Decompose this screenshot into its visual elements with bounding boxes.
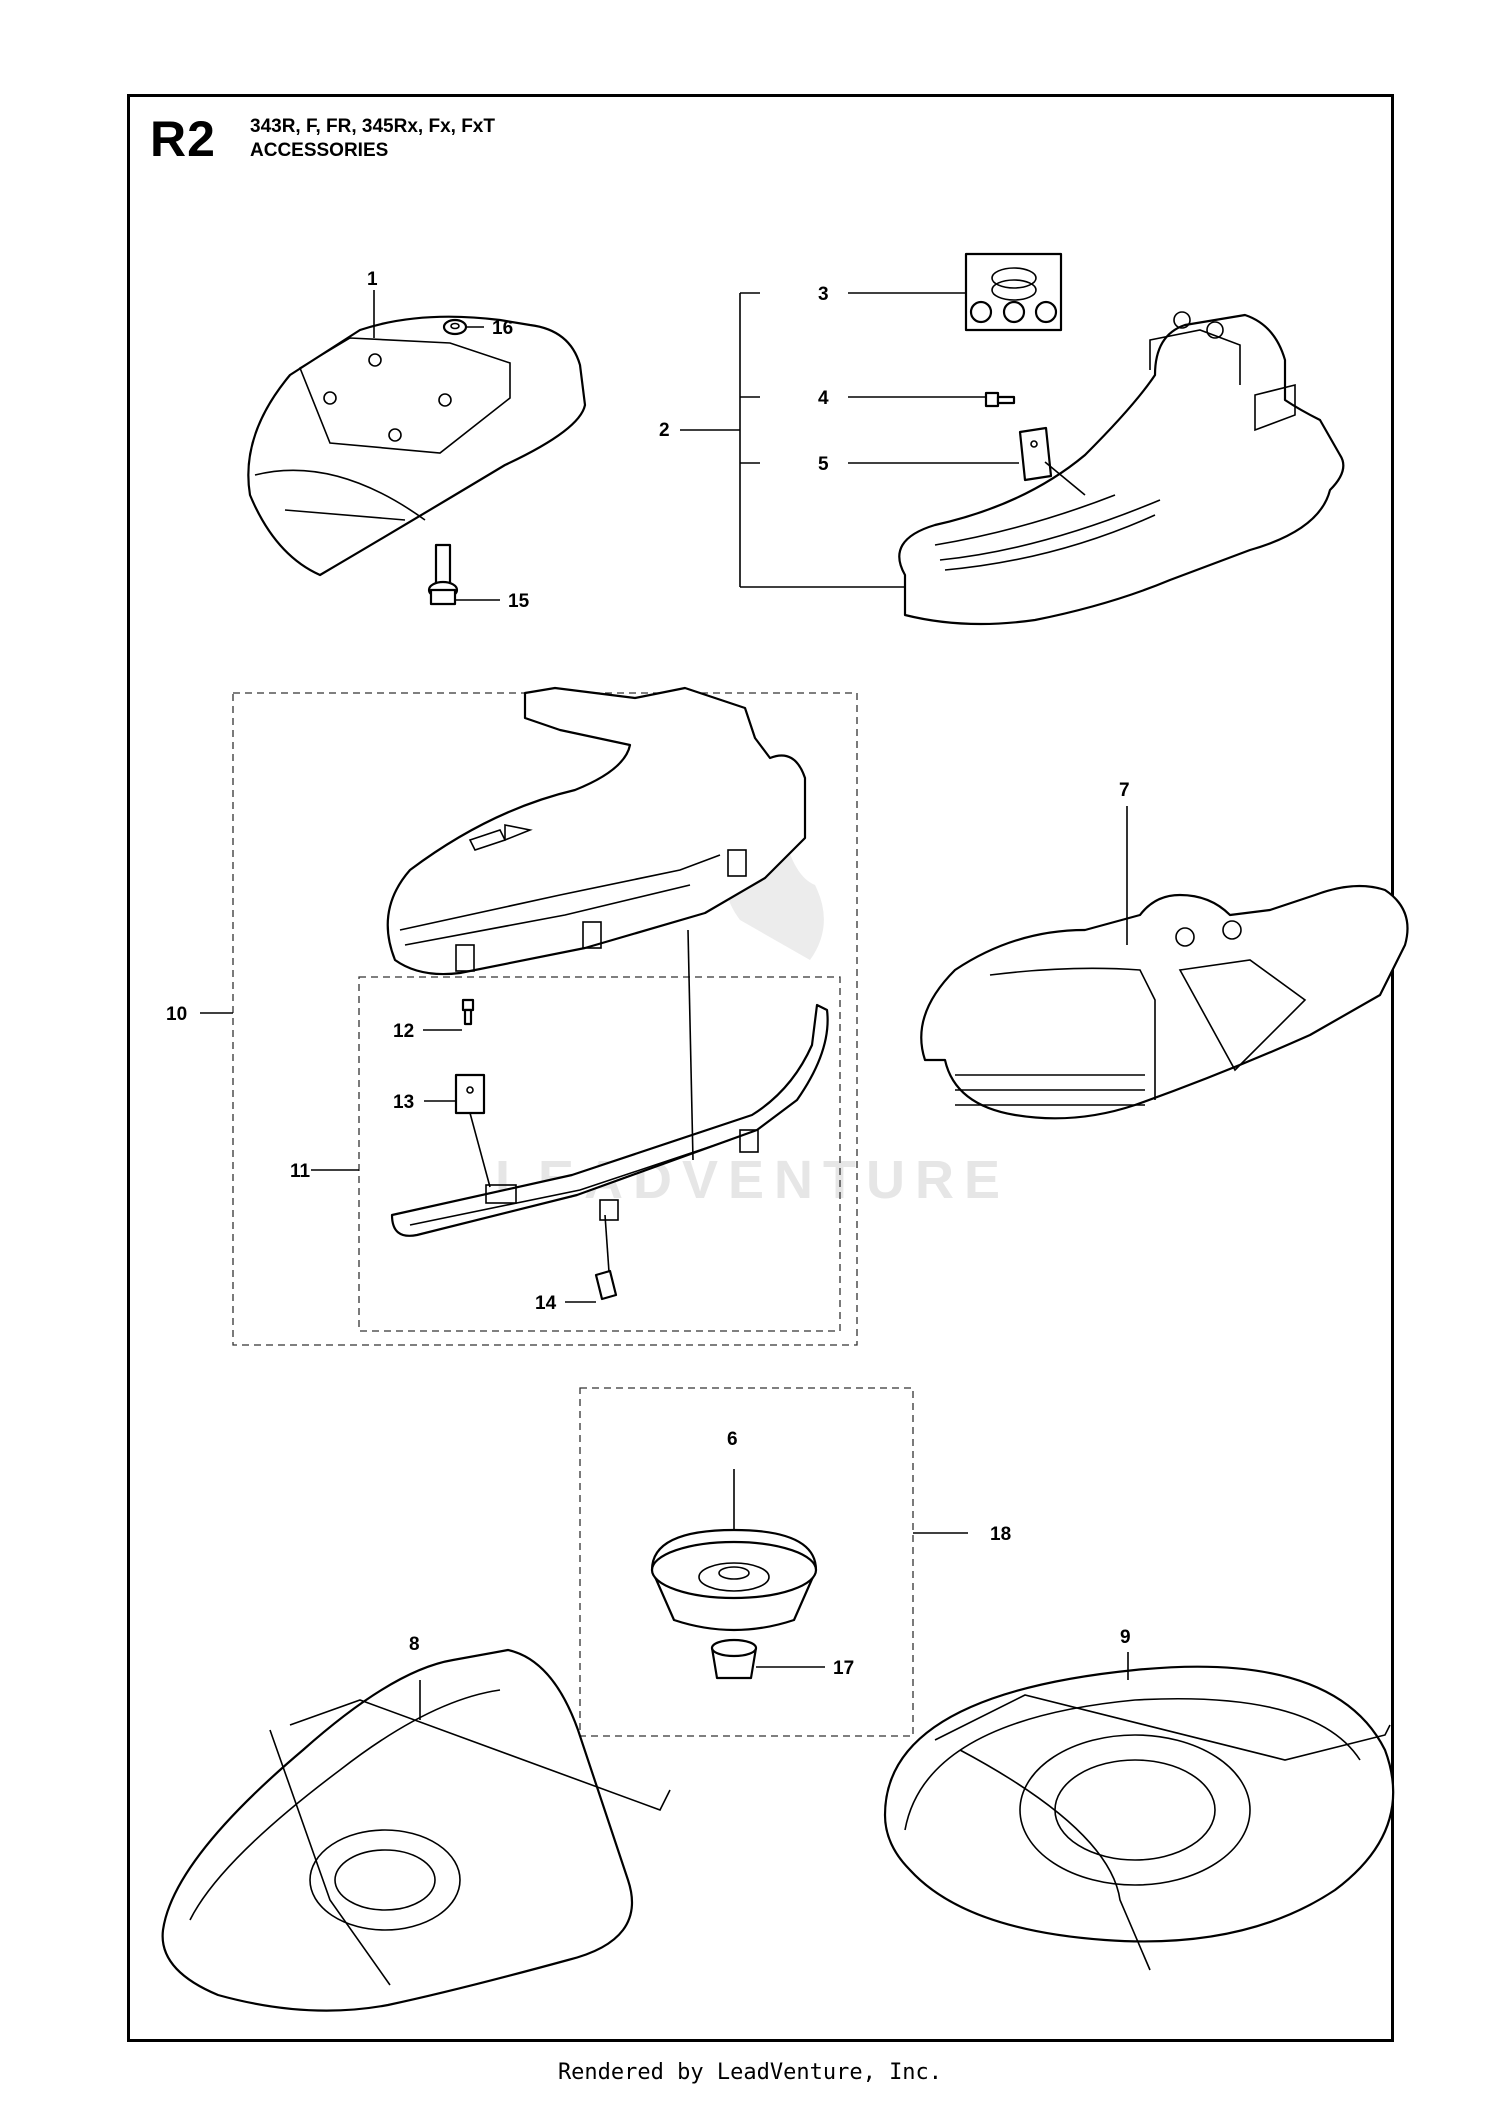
part-1-guard — [247, 315, 587, 577]
part-14-clip — [594, 1269, 618, 1301]
part-6-cup — [650, 1528, 818, 1632]
group-box-18 — [579, 1387, 914, 1737]
section-title: ACCESSORIES — [250, 140, 389, 161]
callout-10: 10 — [166, 1004, 187, 1025]
page-code: R2 — [150, 111, 216, 167]
callout-6: 6 — [727, 1429, 738, 1450]
part-9-guard — [883, 1665, 1395, 1971]
callout-2: 2 — [659, 420, 670, 441]
part-8-guard — [161, 1648, 671, 2012]
callout-5: 5 — [818, 454, 829, 475]
callout-13: 13 — [393, 1092, 414, 1113]
part-13-blade — [454, 1073, 486, 1115]
diagram-frame — [127, 94, 1394, 2042]
callout-7: 7 — [1119, 780, 1130, 801]
part-3-decal — [964, 252, 1063, 332]
callout-labels: 1 2 3 4 5 6 7 8 9 10 11 12 13 14 15 16 1… — [166, 269, 1131, 1679]
callout-17: 17 — [833, 1658, 854, 1679]
part-5-plate — [1018, 426, 1053, 482]
model-list: 343R, F, FR, 345Rx, Fx, FxT — [250, 116, 495, 137]
part-15-bolt — [427, 543, 459, 606]
callout-14: 14 — [535, 1293, 557, 1314]
callout-9: 9 — [1120, 1627, 1131, 1648]
part-16-washer — [442, 318, 468, 336]
part-10-guard — [386, 686, 807, 976]
callout-1: 1 — [367, 269, 378, 290]
callout-4: 4 — [818, 388, 829, 409]
part-2-guard — [898, 311, 1345, 626]
part-7-guard — [920, 884, 1409, 1120]
callout-12: 12 — [393, 1021, 414, 1042]
callout-3: 3 — [818, 284, 829, 305]
callout-11: 11 — [290, 1161, 311, 1182]
callout-8: 8 — [409, 1634, 420, 1655]
part-17-nut — [710, 1638, 758, 1680]
part-4-screw — [984, 391, 1016, 408]
leader-lines — [200, 290, 1129, 1720]
callout-18: 18 — [990, 1524, 1011, 1545]
callout-16: 16 — [492, 318, 513, 339]
part-12-screw — [461, 998, 475, 1026]
callout-15: 15 — [508, 591, 530, 612]
part-11-strip — [390, 1003, 829, 1237]
footer-credit: Rendered by LeadVenture, Inc. — [557, 2060, 943, 2085]
group-box-11 — [358, 976, 841, 1332]
